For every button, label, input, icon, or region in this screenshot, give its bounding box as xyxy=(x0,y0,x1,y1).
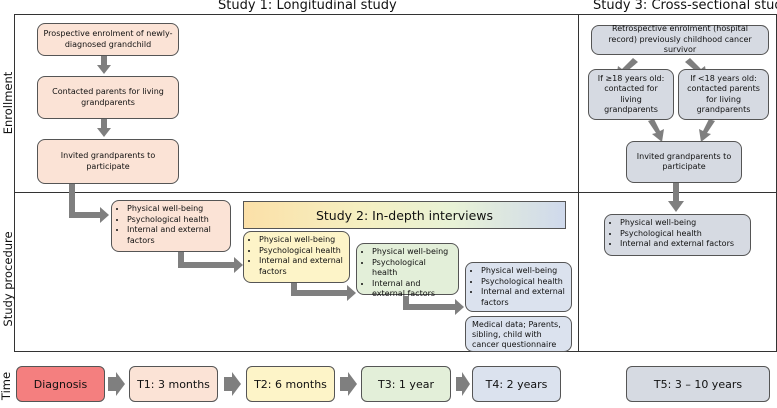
measure-item: Psychological health xyxy=(259,246,344,257)
s1-enrol-contact-parents: Contacted parents for living grandparent… xyxy=(37,76,179,119)
measure-item: Internal and external factors xyxy=(620,239,745,250)
s1-enrol-invite: Invited grandparents to participate xyxy=(37,139,179,184)
measure-box-t1: Physical well-being Psychological health… xyxy=(243,231,350,283)
measure-item: Internal and external factors xyxy=(372,279,453,300)
arrow-s3-down xyxy=(668,183,684,212)
arrow-down-1 xyxy=(97,56,111,74)
arrow-step-2 xyxy=(291,283,356,301)
medical-data-box: Medical data; Parents, sibling, child wi… xyxy=(465,316,572,352)
measure-list-t0: Physical well-being Psychological health… xyxy=(117,204,225,246)
measure-item: Internal and external factors xyxy=(481,287,566,308)
s1-enrol-prospective: Prospective enrolment of newly-diagnosed… xyxy=(37,23,179,56)
arrow-elbow-1 xyxy=(69,184,109,223)
measure-item: Physical well-being xyxy=(372,247,453,258)
measure-item: Physical well-being xyxy=(481,266,566,277)
time-arrow-3 xyxy=(340,372,357,396)
study3-title: Study 3: Cross-sectional study xyxy=(593,0,777,13)
s3-invite: Invited grandparents to participate xyxy=(626,141,742,183)
s3-enrol-retrospective: Retrospective enrolment (hospital record… xyxy=(591,24,769,55)
measure-box-t2: Physical well-being Psychological health… xyxy=(356,243,459,298)
arrow-step-1 xyxy=(178,252,243,273)
time-diagnosis: Diagnosis xyxy=(16,366,105,402)
measure-item: Internal and external factors xyxy=(259,256,344,277)
measure-box-t3: Physical well-being Psychological health… xyxy=(465,262,572,312)
time-t5: T5: 3 – 10 years xyxy=(626,366,770,402)
measure-item: Physical well-being xyxy=(127,204,225,215)
time-arrow-1 xyxy=(108,372,125,396)
arrow-down-2 xyxy=(97,119,111,137)
measure-list-t3: Physical well-being Psychological health… xyxy=(471,266,566,308)
measure-list-t1: Physical well-being Psychological health… xyxy=(249,235,344,277)
time-t2: T2: 6 months xyxy=(246,366,335,402)
measure-item: Physical well-being xyxy=(259,235,344,246)
measure-item: Psychological health xyxy=(127,215,225,226)
measure-list-t2: Physical well-being Psychological health… xyxy=(362,247,453,300)
measure-item: Psychological health xyxy=(372,258,453,279)
study2-title: Study 2: In-depth interviews xyxy=(315,207,494,223)
s3-child-contact: If <18 years old: contacted parents for … xyxy=(678,69,769,120)
measure-item: Psychological health xyxy=(481,277,566,288)
measure-item: Internal and external factors xyxy=(127,225,225,246)
time-t1: T1: 3 months xyxy=(129,366,218,402)
arrow-s3-left2 xyxy=(648,119,664,142)
study2-banner: Study 2: In-depth interviews xyxy=(243,201,566,229)
measure-box-t0: Physical well-being Psychological health… xyxy=(111,200,231,252)
time-t3: T3: 1 year xyxy=(361,366,451,402)
row-divider xyxy=(14,192,777,193)
time-arrow-4 xyxy=(456,372,470,396)
measure-list-t5: Physical well-being Psychological health… xyxy=(610,218,745,250)
s3-adult-contact: If ≥18 years old: contacted for living g… xyxy=(588,69,674,120)
arrow-step-3 xyxy=(403,296,464,315)
arrow-s3-right2 xyxy=(699,119,715,142)
measure-item: Psychological health xyxy=(620,229,745,240)
study1-title: Study 1: Longitudinal study xyxy=(218,0,397,13)
time-t4: T4: 2 years xyxy=(472,366,561,402)
measure-box-t5: Physical well-being Psychological health… xyxy=(604,214,751,256)
time-arrow-2 xyxy=(224,372,241,396)
measure-item: Physical well-being xyxy=(620,218,745,229)
